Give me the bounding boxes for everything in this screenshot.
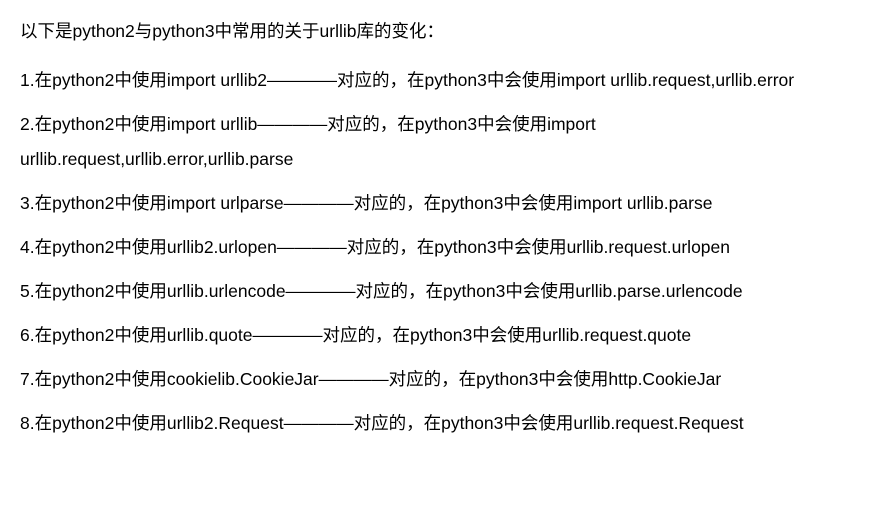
list-item: 7.在python2中使用cookielib.CookieJar————对应的，… — [20, 369, 722, 389]
intro-paragraph: 以下是python2与python3中常用的关于urllib库的变化： — [20, 21, 445, 41]
list-item: 4.在python2中使用urllib2.urlopen————对应的，在pyt… — [20, 237, 731, 257]
list-item: 5.在python2中使用urllib.urlencode————对应的，在py… — [20, 281, 743, 301]
list-item: 3.在python2中使用import urlparse————对应的，在pyt… — [20, 193, 713, 213]
list-item: 1.在python2中使用import urllib2————对应的，在pyth… — [20, 70, 795, 90]
urllib-change-list: 1.在python2中使用import urllib2————对应的，在pyth… — [20, 63, 866, 441]
list-item: 8.在python2中使用urllib2.Request————对应的，在pyt… — [20, 413, 744, 433]
list-item: 2.在python2中使用import urllib————对应的，在pytho… — [20, 114, 601, 169]
list-item: 6.在python2中使用urllib.quote————对应的，在python… — [20, 325, 692, 345]
